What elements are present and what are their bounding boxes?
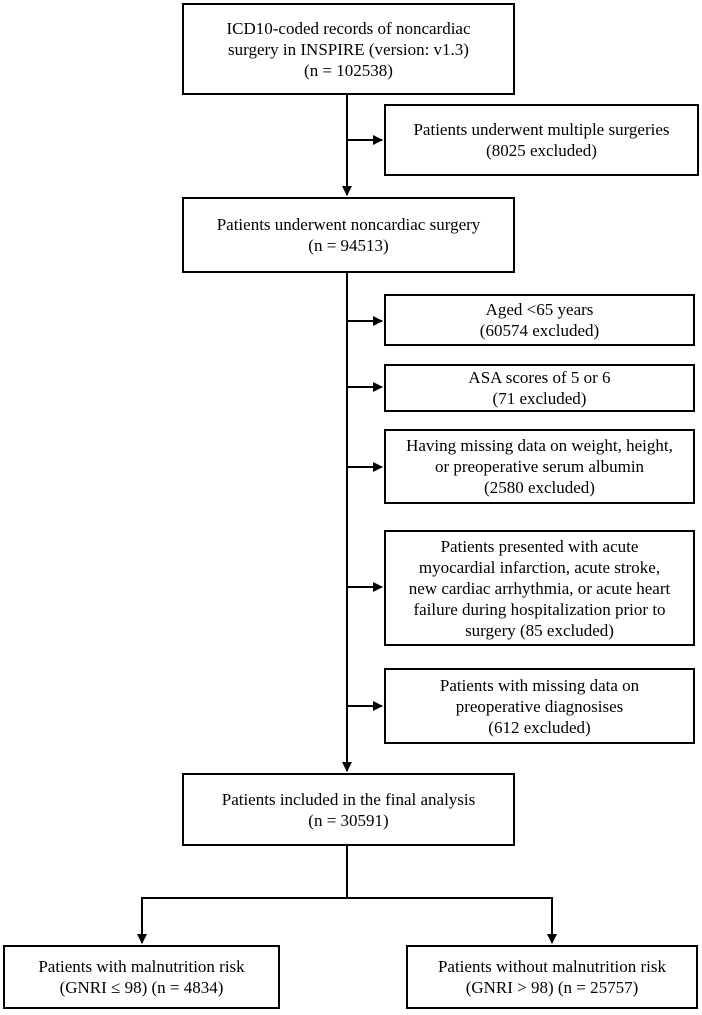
exclusion-asa-box: ASA scores of 5 or 6 (71 excluded) (384, 364, 695, 412)
exclusion-asa-line-1: ASA scores of 5 or 6 (468, 368, 611, 387)
no-malnutrition-line-1: Patients without malnutrition risk (437, 957, 667, 976)
exclusion-multiple-line-2: (8025 excluded) (486, 141, 597, 160)
exclusion-age-box: Aged <65 years (60574 excluded) (384, 294, 695, 346)
exclusion-acute-line-3: new cardiac arrhythmia, or acute heart (408, 578, 671, 598)
noncardiac-line-2: (n = 94513) (308, 236, 389, 255)
exclusion-diagnoses-line-2: preoperative diagnosises (455, 696, 624, 716)
exclusion-multiple-line-1: Patients underwent multiple surgeries (413, 120, 670, 139)
exclusion-diagnoses-box: Patients with missing data on preoperati… (384, 668, 695, 744)
exclusion-asa-line-2: (71 excluded) (492, 389, 587, 408)
malnutrition-risk-box: Patients with malnutrition risk (GNRI ≤ … (3, 945, 280, 1009)
final-line-2: (n = 30591) (308, 810, 389, 830)
source-line-2: surgery in INSPIRE (version: v1.3) (228, 39, 469, 59)
exclusion-missing-line-1: Having missing data on weight, height, (406, 436, 673, 455)
final-line-1: Patients included in the final analysis (221, 789, 476, 809)
source-line-3: (n = 102538) (304, 60, 393, 80)
exclusion-missing-line-3: (2580 excluded) (484, 478, 595, 497)
exclusion-diagnoses-line-1: Patients with missing data on (439, 675, 640, 695)
exclusion-acute-line-4: failure during hospitalization prior to (413, 599, 666, 619)
malnutrition-line-1: Patients with malnutrition risk (38, 957, 245, 976)
source-records-box: ICD10-coded records of noncardiac surger… (182, 3, 515, 95)
noncardiac-surgery-box: Patients underwent noncardiac surgery (n… (182, 197, 515, 273)
exclusion-acute-line-5: surgery (85 excluded) (465, 620, 614, 640)
source-line-1: ICD10-coded records of noncardiac (226, 18, 471, 38)
noncardiac-line-1: Patients underwent noncardiac surgery (216, 215, 481, 234)
exclusion-diagnoses-line-3: (612 excluded) (488, 717, 591, 737)
malnutrition-line-2: (GNRI ≤ 98) (n = 4834) (59, 978, 224, 997)
no-malnutrition-line-2: (GNRI > 98) (n = 25757) (465, 978, 639, 997)
exclusion-missing-data-box: Having missing data on weight, height, o… (384, 429, 695, 504)
exclusion-acute-events-box: Patients presented with acute myocardial… (384, 530, 695, 646)
exclusion-multiple-surgeries-box: Patients underwent multiple surgeries (8… (384, 104, 699, 176)
exclusion-acute-line-2: myocardial infarction, acute stroke, (418, 557, 661, 577)
exclusion-acute-line-1: Patients presented with acute (440, 536, 639, 556)
exclusion-age-line-1: Aged <65 years (485, 300, 594, 319)
no-malnutrition-risk-box: Patients without malnutrition risk (GNRI… (406, 945, 698, 1009)
exclusion-age-line-2: (60574 excluded) (479, 321, 600, 340)
exclusion-missing-line-2: or preoperative serum albumin (434, 457, 645, 476)
final-analysis-box: Patients included in the final analysis … (182, 773, 515, 846)
